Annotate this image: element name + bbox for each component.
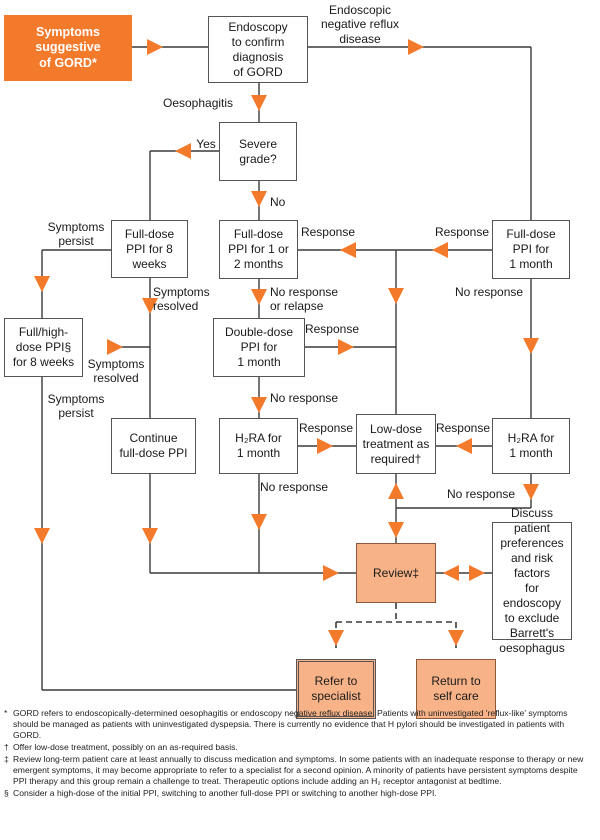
arrowhead	[251, 397, 267, 413]
review-box: Review‡	[356, 543, 436, 603]
arrowhead	[388, 522, 404, 538]
arrowhead	[340, 242, 356, 258]
footnote-low-dose: †Offer low-dose treatment, possibly on a…	[4, 742, 238, 752]
arrowhead	[34, 528, 50, 544]
label-oesophagitis: Oesophagitis	[163, 96, 234, 110]
full-high-dose-ppi-box: Full/high- dose PPI§ for 8 weeks	[4, 318, 83, 377]
double-dose-ppi-box: Double-dose PPI for 1 month	[213, 318, 305, 377]
label-symptoms-persist-bottom: Symptoms persist	[47, 392, 105, 421]
label-response-double: Response	[304, 322, 360, 336]
arrowhead	[147, 39, 163, 55]
arrowhead	[328, 630, 344, 646]
severe-grade-box: Severe grade?	[219, 122, 297, 181]
arrowhead	[34, 276, 50, 292]
low-dose-treatment-box: Low-dose treatment as required†	[356, 414, 436, 474]
endoscopy-box: Endoscopy to confirm diagnosis of GORD	[208, 16, 308, 83]
label-endoscopic-negative: Endoscopic negative reflux disease	[320, 3, 400, 46]
label-no-response-h2ra-right: No response	[447, 487, 516, 501]
footnotes: *GORD refers to endoscopically-determine…	[4, 708, 592, 800]
label-response-right: Response	[434, 225, 490, 239]
label-response-mid: Response	[300, 225, 356, 239]
arrowhead	[251, 289, 267, 305]
label-no-response-h2ra-left: No response	[260, 480, 329, 494]
label-symptoms-persist-top: Symptoms persist	[47, 220, 105, 249]
arrowhead	[251, 514, 267, 530]
arrowhead	[142, 528, 158, 544]
arrowhead	[251, 191, 267, 207]
h2ra-left-box: H₂RA for 1 month	[219, 418, 298, 474]
label-symptoms-resolved-mid: Symptoms resolved	[87, 357, 145, 386]
flowchart-connectors	[34, 39, 539, 691]
arrowhead	[142, 298, 158, 314]
h2ra-right-box: H₂RA for 1 month	[492, 418, 570, 474]
arrowhead	[388, 288, 404, 304]
discuss-patient-preferences-box: Discuss patient preferences and risk fac…	[492, 506, 572, 655]
arrowhead	[317, 438, 333, 454]
arrowhead	[388, 483, 404, 499]
refer-to-specialist-box: Refer to specialist	[296, 659, 376, 719]
footnote-gord: *GORD refers to endoscopically-determine…	[4, 708, 568, 740]
arrowhead	[443, 565, 459, 581]
arrowhead	[175, 143, 191, 159]
label-symptoms-resolved-top: Symptoms resolved	[153, 285, 210, 314]
arrowhead	[323, 565, 339, 581]
return-to-self-care-box: Return to self care	[416, 659, 496, 719]
full-dose-ppi-1-2-months-box: Full-dose PPI for 1 or 2 months	[219, 220, 298, 279]
arrowhead	[338, 339, 354, 355]
label-no-response-right-top: No response	[455, 285, 524, 299]
gord-management-flowchart: Symptoms suggestive of GORD* Endoscopy t…	[4, 3, 572, 719]
label-yes: Yes	[196, 137, 216, 151]
footnote-review: ‡Review long-term patient care at least …	[4, 754, 584, 786]
footnote-high-dose: §Consider a high-dose of the initial PPI…	[4, 788, 437, 798]
label-no-response-or-relapse: No response or relapse	[270, 285, 339, 314]
arrowhead	[523, 338, 539, 354]
full-dose-ppi-1-month-box: Full-dose PPI for 1 month	[492, 220, 570, 279]
arrowhead	[448, 630, 464, 646]
label-response-h2ra-right: Response	[435, 421, 491, 435]
arrowhead	[469, 565, 485, 581]
label-response-h2ra-left: Response	[298, 421, 354, 435]
label-no: No	[270, 195, 286, 209]
arrowhead	[432, 242, 448, 258]
arrowhead	[107, 339, 123, 355]
continue-full-dose-ppi-box: Continue full-dose PPI	[111, 418, 196, 474]
arrowhead	[456, 438, 472, 454]
start-box: Symptoms suggestive of GORD*	[4, 15, 132, 81]
arrowhead	[408, 39, 424, 55]
arrowhead	[251, 95, 267, 111]
label-no-response-double: No response	[270, 391, 339, 405]
full-dose-ppi-8-weeks-box: Full-dose PPI for 8 weeks	[111, 220, 188, 278]
arrowhead	[523, 484, 539, 500]
